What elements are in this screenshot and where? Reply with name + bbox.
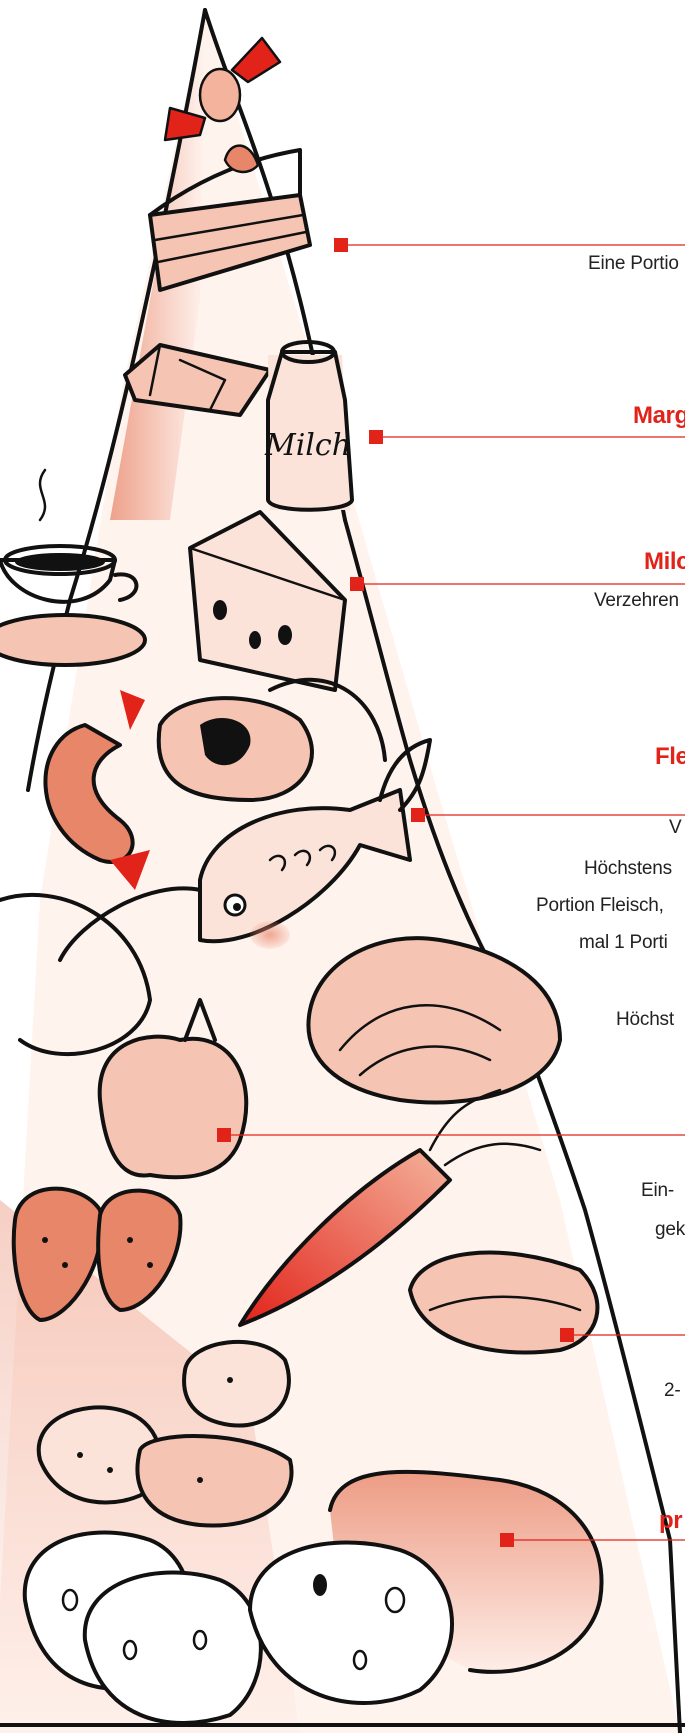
meat-text-line-4: mal 1 Porti xyxy=(579,932,668,954)
milk-text-line-1: Verzehren xyxy=(594,590,679,612)
meat-text-line-2: Höchstens xyxy=(584,858,672,880)
marker-fruit xyxy=(217,1128,231,1142)
marker-legumes xyxy=(560,1328,574,1342)
meat-text-line-5: Höchst xyxy=(616,1009,674,1031)
marker-cake xyxy=(334,238,348,252)
meat-text-line-1: V xyxy=(669,817,681,839)
marker-margarine xyxy=(369,430,383,444)
milk-heading: Milc xyxy=(644,548,685,576)
meat-heading: Fle xyxy=(655,743,685,771)
marker-milk xyxy=(350,577,364,591)
milk-bottle-icon: Milch xyxy=(264,342,352,510)
bread-heading: pr xyxy=(659,1507,682,1535)
margarine-heading: Marg xyxy=(633,402,685,430)
fruit-text-line-2: gek xyxy=(655,1219,685,1241)
marker-meat xyxy=(411,808,425,822)
meat-text-line-3: Portion Fleisch, xyxy=(536,895,664,917)
legumes-text-line-1: 2- xyxy=(664,1380,681,1402)
fruit-text-line-1: Ein- xyxy=(641,1180,674,1202)
cake-portion-text: Eine Portio xyxy=(588,253,679,275)
milk-bottle-lettering: Milch xyxy=(264,428,351,463)
marker-bread xyxy=(500,1533,514,1547)
lettuce-icon xyxy=(308,938,560,1102)
